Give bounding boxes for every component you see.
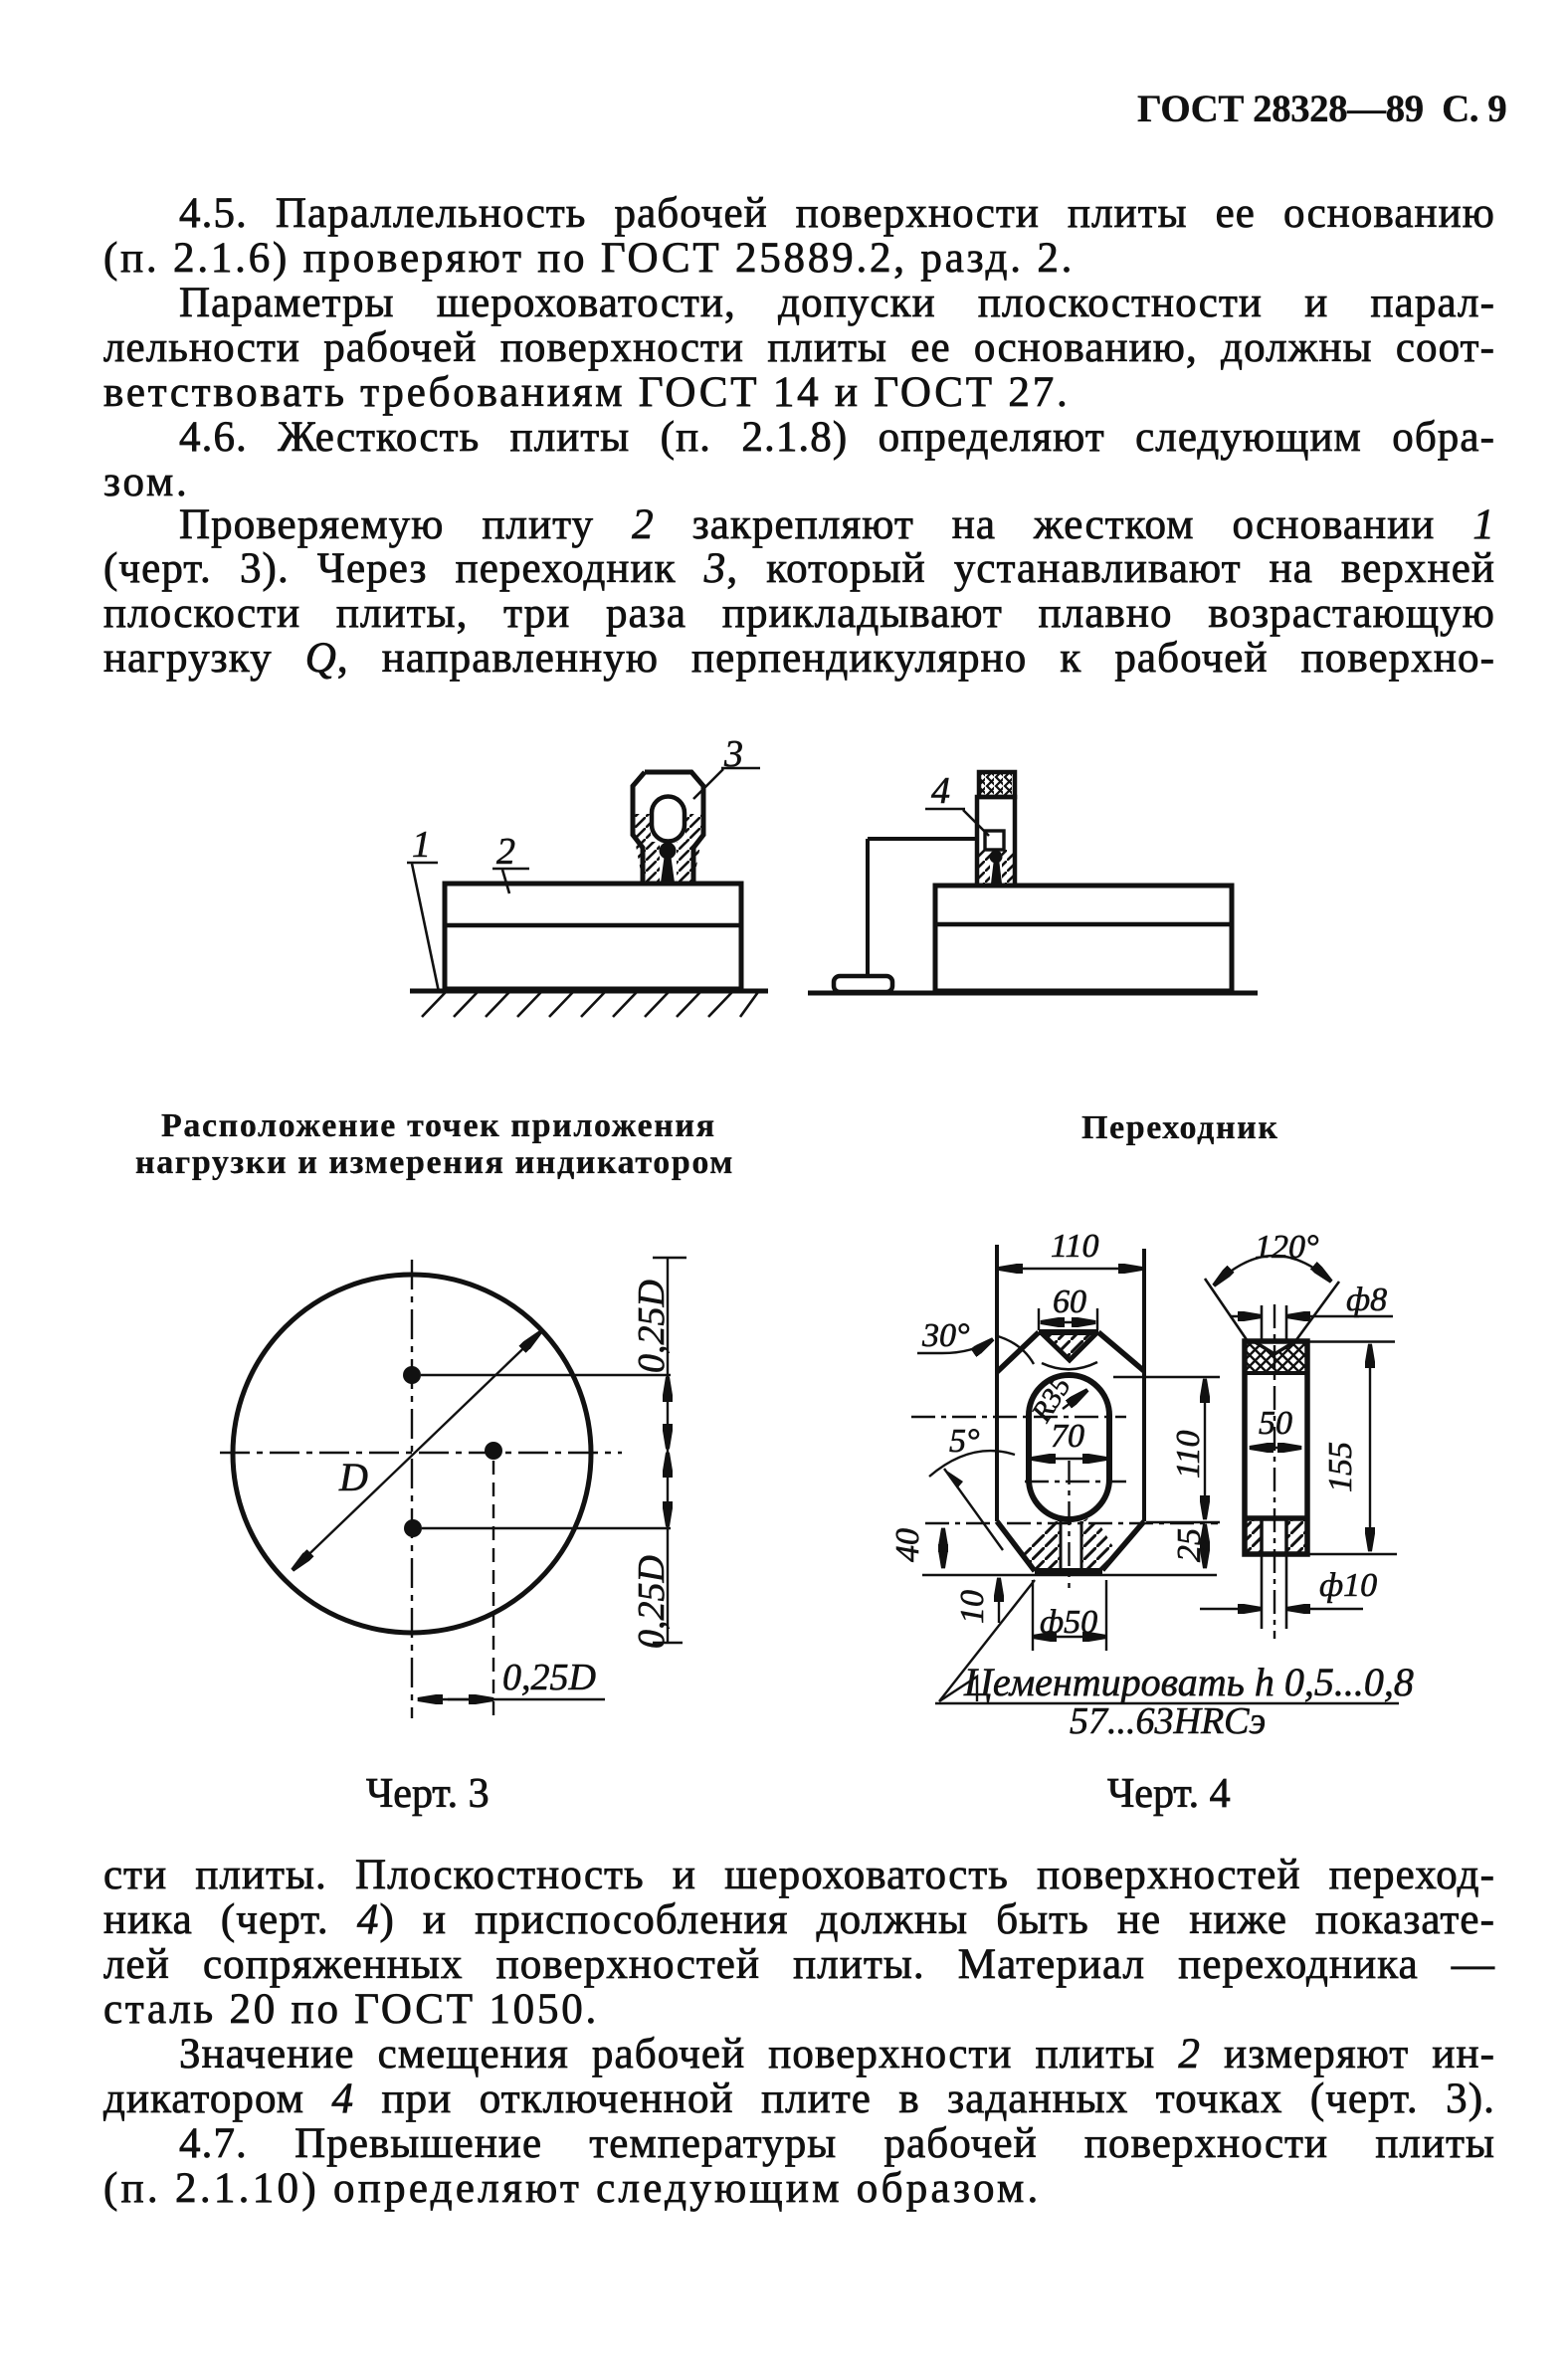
svg-text:110: 110: [1051, 1228, 1098, 1265]
svg-text:Цементировать h 0,5...0,8: Цементировать h 0,5...0,8: [963, 1660, 1414, 1704]
svg-text:5°: 5°: [949, 1423, 980, 1460]
svg-text:60: 60: [1053, 1284, 1086, 1320]
svg-text:10: 10: [954, 1590, 991, 1624]
svg-text:0,25D: 0,25D: [631, 1280, 673, 1373]
svg-text:40: 40: [889, 1528, 926, 1562]
svg-text:3: 3: [723, 733, 743, 775]
svg-text:110: 110: [1170, 1431, 1207, 1479]
svg-text:155: 155: [1322, 1442, 1359, 1492]
svg-text:0,25D: 0,25D: [631, 1555, 673, 1649]
svg-text:25: 25: [1171, 1528, 1208, 1562]
svg-text:57...63HRCэ: 57...63HRCэ: [1070, 1700, 1266, 1742]
svg-text:50: 50: [1259, 1405, 1292, 1442]
svg-text:ф10: ф10: [1319, 1567, 1377, 1604]
svg-text:2: 2: [496, 831, 515, 873]
svg-text:70: 70: [1051, 1418, 1084, 1455]
svg-text:ф50: ф50: [1040, 1604, 1097, 1641]
svg-text:4: 4: [931, 770, 950, 812]
svg-text:0,25D: 0,25D: [502, 1657, 596, 1698]
svg-text:D: D: [338, 1455, 368, 1499]
svg-text:30°: 30°: [921, 1317, 970, 1354]
svg-text:ф8: ф8: [1346, 1282, 1387, 1318]
svg-text:1: 1: [412, 824, 431, 866]
svg-text:120°: 120°: [1255, 1229, 1319, 1266]
